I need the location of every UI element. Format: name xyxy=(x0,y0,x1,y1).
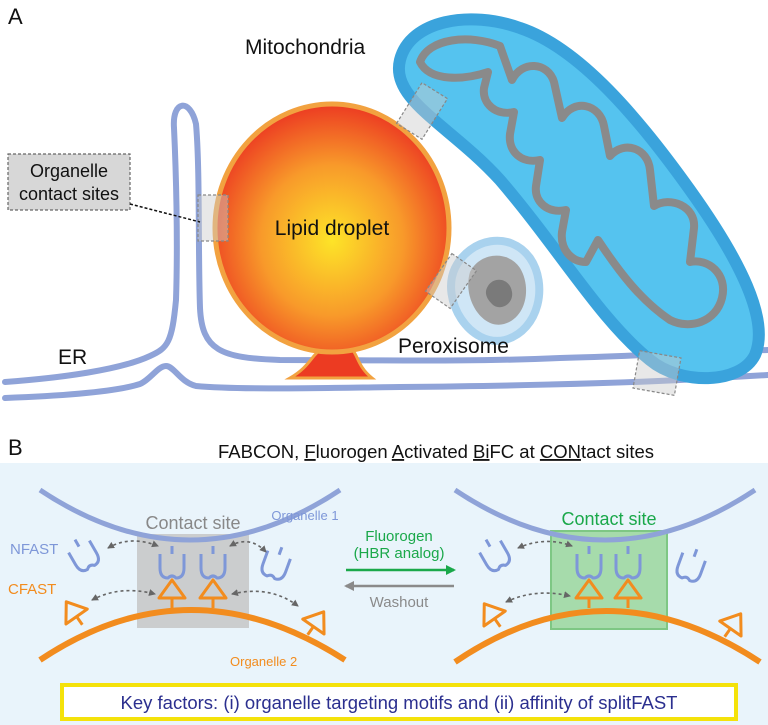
mitochondria xyxy=(392,13,765,385)
right-scheme: Contact site xyxy=(453,487,762,665)
left-scheme: Organelle 1 Organelle 2 Contact site NFA… xyxy=(8,487,347,669)
contact-box-mito-er xyxy=(632,349,682,397)
contact-site-boxes xyxy=(197,81,682,397)
contact-site-label-left: Contact site xyxy=(145,513,240,533)
left-organelle2-membrane xyxy=(38,607,347,663)
right-organelle1-membrane xyxy=(453,487,757,543)
contact-site-label-right: Contact site xyxy=(561,509,656,529)
left-organelle1-membrane xyxy=(38,487,342,543)
contact-box-mito-lipid xyxy=(395,81,449,141)
contact-sites-callout: Organelle contact sites xyxy=(7,153,201,223)
mitochondria-label: Mitochondria xyxy=(245,36,366,59)
organelle2-label: Organelle 2 xyxy=(230,654,297,669)
er-label: ER xyxy=(58,346,87,369)
lipid-droplet-label: Lipid droplet xyxy=(275,217,390,240)
key-factors-text: Key factors: (i) organelle targeting mot… xyxy=(121,692,678,713)
peroxisome xyxy=(447,236,544,345)
er-membrane xyxy=(2,102,768,401)
contact-box-er-lipid xyxy=(197,194,229,242)
panel-a-letter: A xyxy=(8,4,23,29)
cfast-label: CFAST xyxy=(8,581,56,598)
organelle1-label: Organelle 1 xyxy=(271,508,338,523)
contact-sites-label-line1: Organelle xyxy=(30,161,108,181)
washout-label: Washout xyxy=(370,594,429,611)
peroxisome-label: Peroxisome xyxy=(398,335,509,358)
lipid-droplet xyxy=(212,101,452,380)
right-organelle2-membrane xyxy=(453,608,762,665)
nfast-label: NFAST xyxy=(10,541,58,558)
panel-b-letter: B xyxy=(8,435,23,460)
contact-box-lipid-perox xyxy=(424,252,478,310)
panel-b-title: FABCON, Fluorogen Activated BiFC at CONt… xyxy=(218,441,654,462)
fluorogen-label: Fluorogen xyxy=(365,528,433,545)
reaction-arrows: Fluorogen (HBR analog) Washout xyxy=(344,528,456,611)
contact-sites-label-line2: contact sites xyxy=(19,184,119,204)
key-factors-box: Key factors: (i) organelle targeting mot… xyxy=(60,683,738,721)
fluorogen-sub-label: (HBR analog) xyxy=(354,545,445,562)
